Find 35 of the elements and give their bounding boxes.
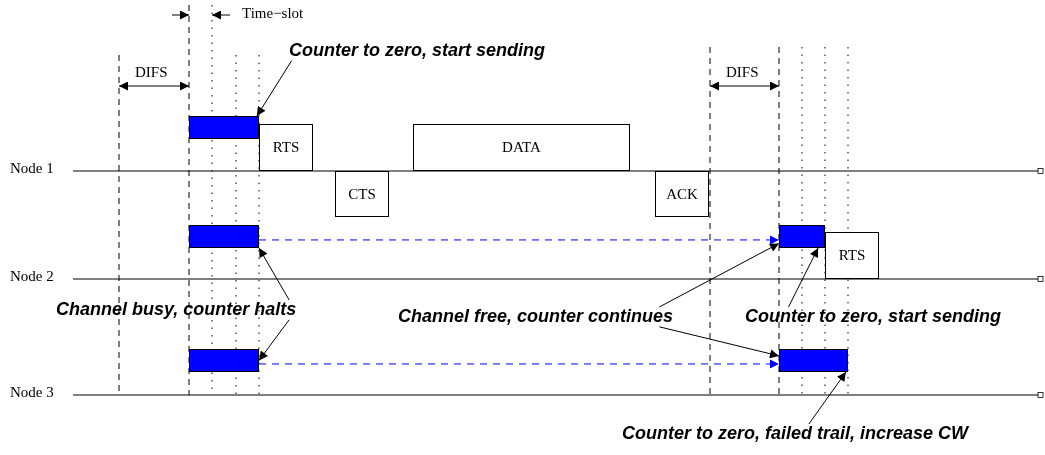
annotation-text: Counter to zero, start sending bbox=[745, 307, 1002, 327]
dimension-label: DIFS bbox=[726, 64, 759, 81]
leader-line bbox=[788, 247, 819, 308]
node-label: Node 1 bbox=[10, 160, 54, 177]
backoff-bar bbox=[189, 225, 259, 248]
backoff-bar bbox=[189, 349, 259, 372]
frame-box bbox=[413, 124, 630, 171]
backoff-bar bbox=[779, 349, 848, 372]
leader-line bbox=[258, 319, 290, 361]
leader-line bbox=[658, 326, 780, 359]
leader-line bbox=[658, 242, 780, 308]
dimension-label: Time−slot bbox=[242, 5, 304, 22]
frame-label: CTS bbox=[348, 185, 376, 203]
annotation-text: Channel free, counter continues bbox=[398, 307, 674, 327]
frame-label: RTS bbox=[838, 247, 866, 264]
node-label: Node 2 bbox=[10, 268, 54, 285]
frame-label: ACK bbox=[666, 185, 698, 203]
leader-line bbox=[256, 60, 293, 117]
leader-line bbox=[808, 371, 847, 425]
dashed-arrow bbox=[258, 359, 780, 369]
leader-line bbox=[258, 247, 290, 301]
frame-box bbox=[335, 171, 389, 217]
dashed-arrow bbox=[258, 235, 780, 245]
node-label: Node 3 bbox=[10, 384, 54, 401]
annotation-text: Counter to zero, start sending bbox=[289, 41, 546, 61]
backoff-bar bbox=[779, 225, 825, 248]
backoff-bar bbox=[189, 116, 259, 139]
dimension-label: DIFS bbox=[135, 64, 168, 81]
frame-box bbox=[655, 171, 709, 217]
annotation-text: Counter to zero, failed trail, increase CW bbox=[622, 424, 969, 444]
frame-box bbox=[259, 124, 313, 171]
frame-label: DATA bbox=[502, 139, 541, 156]
frame-box bbox=[825, 232, 879, 279]
frame-label: RTS bbox=[272, 139, 300, 156]
annotation-text: Channel busy, counter halts bbox=[56, 300, 297, 320]
